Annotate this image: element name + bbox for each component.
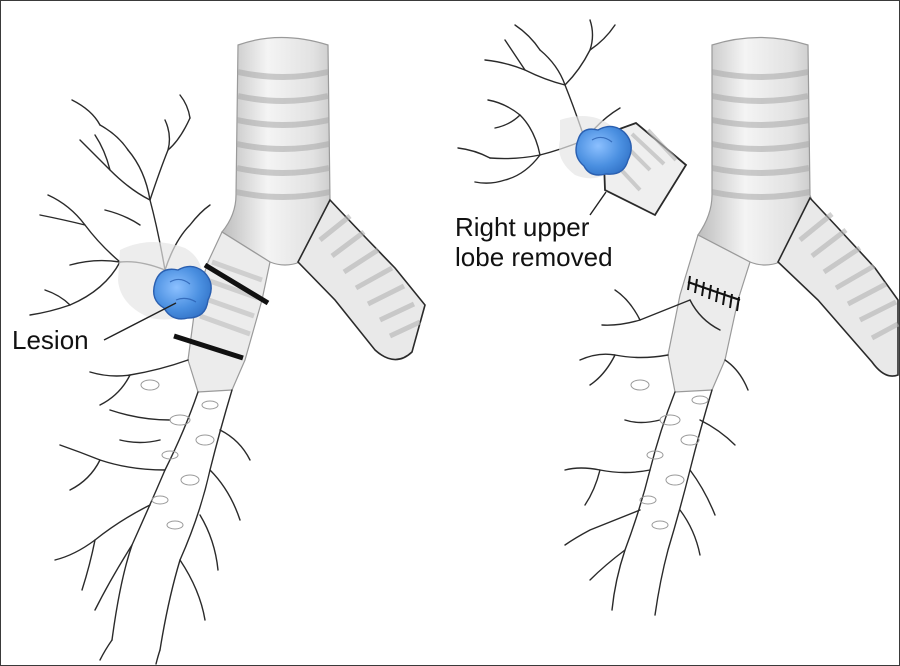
trachea-left — [221, 36, 354, 266]
removed-leader-line — [589, 191, 607, 216]
after-panel — [457, 19, 900, 616]
cut-line-upper — [203, 262, 270, 306]
left-main-bronchus-left — [297, 198, 426, 361]
lower-lobe-branches — [54, 359, 251, 665]
before-panel — [29, 36, 426, 665]
remaining-lobe-rings — [630, 379, 709, 530]
removed-lobe-label-line2: lobe removed — [455, 242, 613, 272]
lesion-leader-line — [103, 302, 177, 341]
suture-line — [687, 275, 741, 312]
right-bronchus-left — [187, 231, 271, 393]
right-bronchus-right — [667, 234, 751, 393]
lower-lobe-rings — [140, 379, 219, 530]
cut-line-lower — [173, 333, 244, 361]
removed-lobe-label: Right upper lobe removed — [455, 212, 613, 272]
upper-lobe-branches — [29, 94, 211, 316]
lesion — [152, 265, 212, 320]
lesion-label: Lesion — [12, 325, 89, 355]
removed-lobe-label-line1: Right upper — [455, 212, 590, 242]
removed-upper-lobe — [457, 19, 688, 217]
removed-lesion — [575, 125, 632, 176]
left-main-bronchus-right — [777, 196, 900, 377]
trachea-right — [697, 36, 834, 266]
